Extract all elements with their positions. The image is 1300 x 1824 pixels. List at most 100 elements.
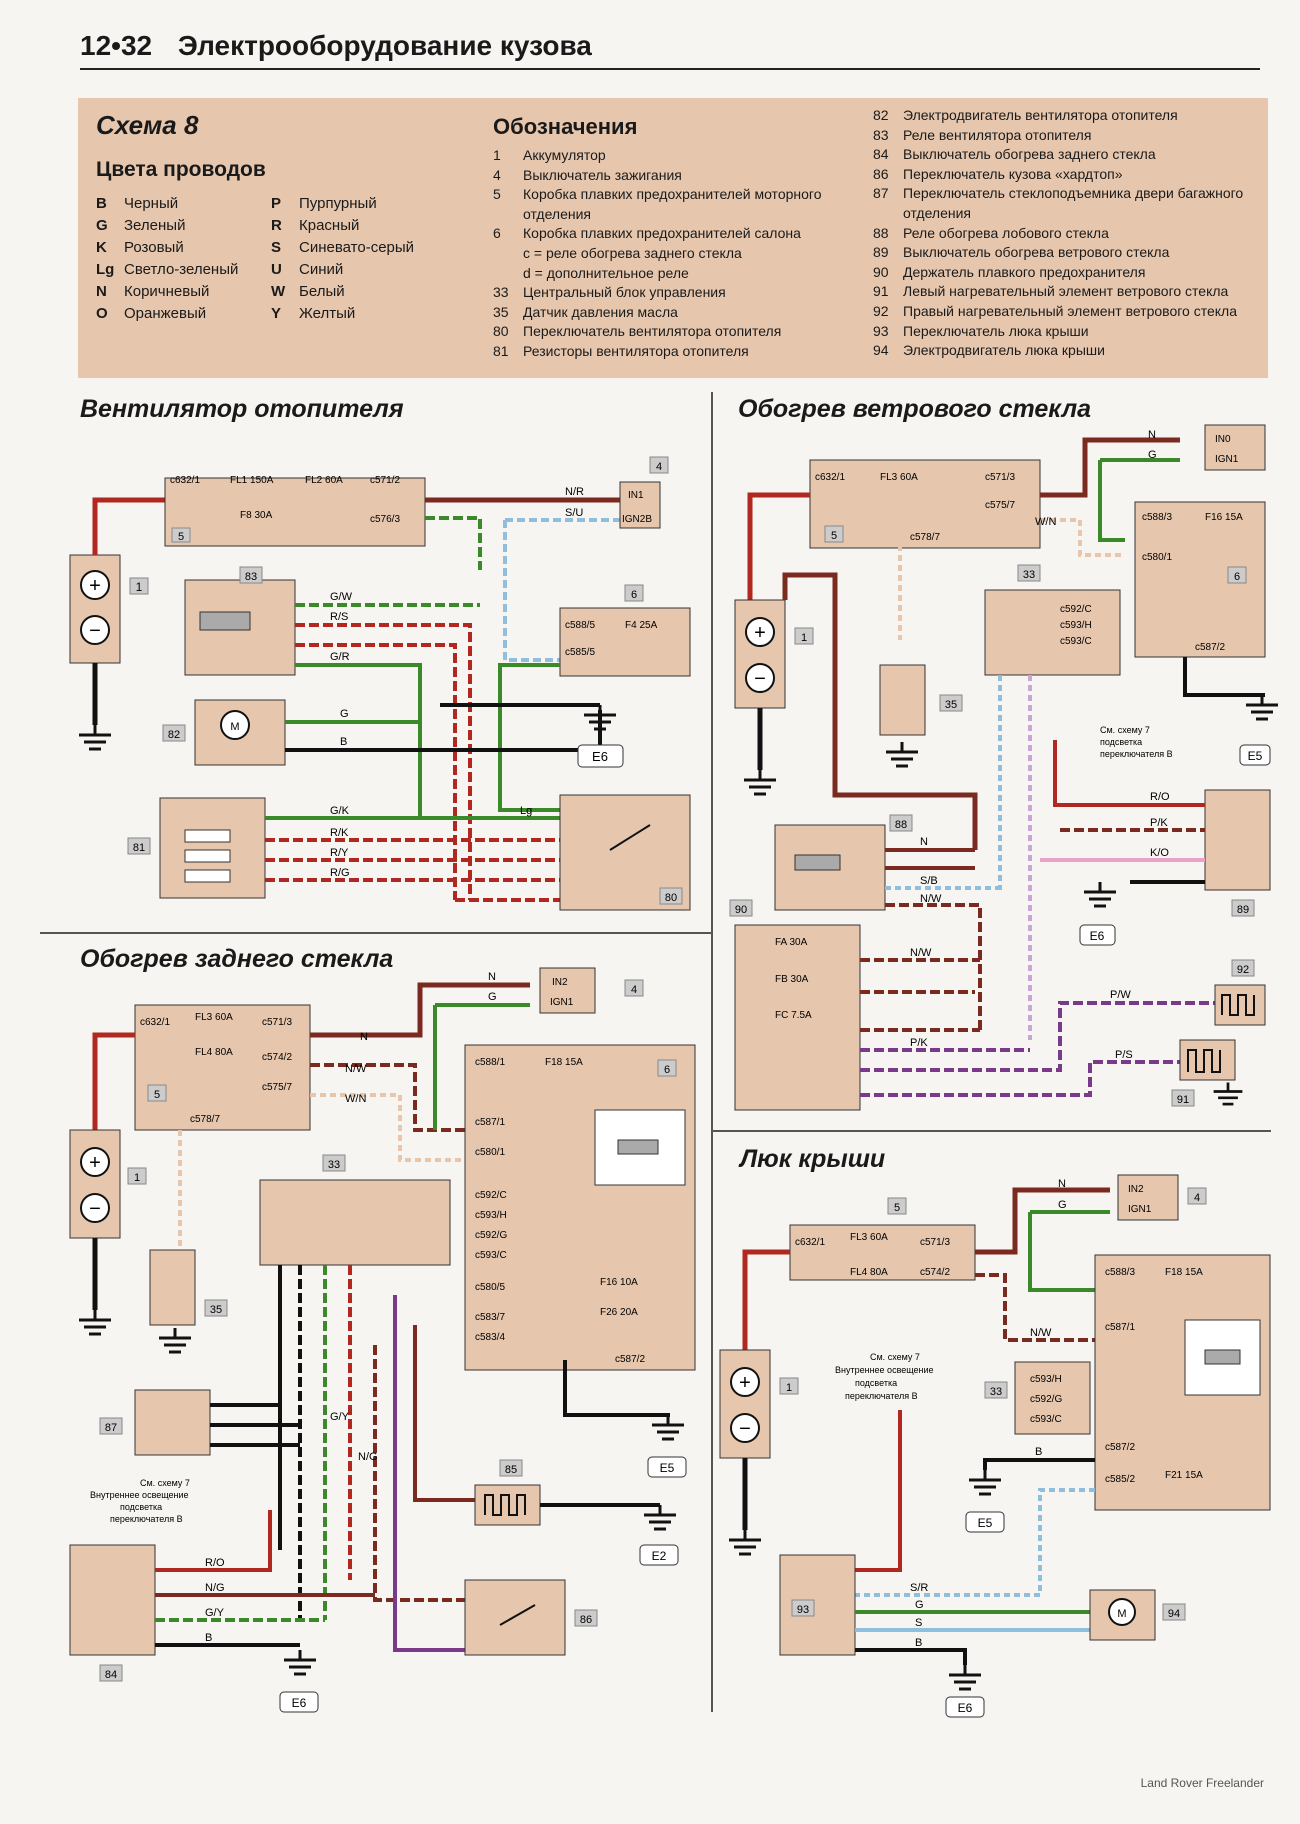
wire-ro-rear: R/O [205,1557,225,1569]
wire-g-rear: G [488,991,497,1003]
designation-text: Правый нагревательный элемент ветрового … [903,302,1237,319]
svg-text:6: 6 [664,1064,670,1076]
svg-text:1: 1 [136,580,143,594]
switch-89: 89 [1204,789,1271,917]
section-title-rear-window: Обогрев заднего стекла [80,945,394,973]
fusebox-5-rear: c632/1 FL3 60A c571/3 FL4 80A c574/2 c57… [134,1004,311,1131]
wire-color-name: Желтый [299,305,356,322]
designation-number: 5 [493,186,501,203]
wire-gr: G/R [330,651,350,663]
ground-e2: E2 [652,1549,667,1563]
cu-33-ws: c592/C c593/H c593/C 33 [984,564,1121,676]
c580-1-label: c580/1 [1142,552,1172,563]
see-scheme7-rear-4: переключателя В [110,1514,183,1524]
designation-number: 6 [493,225,501,242]
divider-right [711,1130,1271,1132]
svg-text:+: + [739,1372,751,1394]
wire-color-name: Синевато-серый [299,239,415,256]
svg-text:6: 6 [1234,571,1240,583]
ground-e6-rear: E6 [292,1696,307,1710]
svg-text:92: 92 [1237,964,1249,976]
designation-number: 35 [493,303,509,320]
svg-text:91: 91 [1177,1094,1189,1106]
ground-e6-sr: E6 [958,1701,973,1715]
designation-number: 88 [873,224,889,241]
designation-text: Держатель плавкого предохранителя [903,263,1146,280]
f8-label: F8 30A [240,510,273,521]
svg-text:−: − [89,620,101,642]
wire-sb: S/B [920,875,938,887]
fl3-rear: FL3 60A [195,1012,233,1023]
wire-color-name: Белый [299,283,345,300]
svg-text:+: + [754,622,766,644]
wire-pw: P/W [1110,989,1131,1001]
c587-1-rear: c587/1 [475,1117,505,1128]
svg-text:6: 6 [631,589,637,601]
designation-number: 33 [493,284,509,301]
wire-color-name: Синий [299,261,344,278]
c580-1-rear: c580/1 [475,1147,505,1158]
ground-e6-ws: E6 [1090,929,1105,943]
wire-sr: S/R [910,1582,928,1594]
relay-88: 88 [774,814,913,911]
wire-color-name: Зеленый [124,217,186,234]
designation-number: 86 [873,165,889,182]
fc-label: FC 7.5A [775,1010,812,1021]
see-scheme7-sr-1: См. схему 7 [870,1352,920,1362]
wire-ng-rear: N/G [205,1582,225,1594]
sensor-35-ws: 35 [879,664,963,736]
designation-text: Реле вентилятора отопителя [903,126,1092,143]
svg-text:5: 5 [154,1089,160,1101]
in0-label: IN0 [1215,434,1231,445]
wire-color-code: S [271,239,282,256]
svg-text:−: − [754,668,766,690]
battery-1-fan: + − [69,554,121,664]
wire-b-rear: B [205,1632,212,1644]
see-scheme7-rear-1: См. схему 7 [140,1478,190,1488]
footer: Land Rover Freelander [1140,1776,1264,1790]
fusebox-6-fan: c588/5 F4 25A c585/5 6 [559,584,691,677]
in2-rear: IN2 [552,977,568,988]
ground-e5-rear: E5 [660,1461,675,1475]
fusebox-5-sunroof: c632/1 FL3 60A c571/3 FL4 80A c574/2 5 [789,1197,976,1281]
section-title-sunroof: Люк крыши [740,1145,886,1173]
page-number: 12•32 [80,30,153,61]
c575-7-rear: c575/7 [262,1082,292,1093]
wire-color-code: B [96,195,107,212]
designation-number: 94 [873,342,889,359]
c592g-sr: c592/G [1030,1394,1062,1405]
fl2-label: FL2 60A [305,475,343,486]
fuseholder-90: FA 30A FB 30A FC 7.5A 90 [729,899,861,1111]
wire-rg: R/G [330,867,350,879]
svg-text:−: − [739,1418,751,1440]
wire-color-code: W [271,283,286,300]
c593c-sr: c593/C [1030,1414,1062,1425]
c587-2-ws-label: c587/2 [1195,642,1225,653]
fb-label: FB 30A [775,974,809,985]
c592c-rear: c592/C [475,1190,507,1201]
svg-text:M: M [230,721,239,733]
fa-label: FA 30A [775,937,808,948]
c585-5-label: c585/5 [565,647,595,658]
ground-e5-ws: E5 [1248,749,1263,763]
designation-number: 91 [873,283,889,300]
wire-color-code: K [96,239,107,256]
fl3-sr: FL3 60A [850,1232,888,1243]
fusebox-6-rear: c588/1 F18 15A c587/1 c580/1 c592/C c593… [464,1044,696,1371]
svg-text:89: 89 [1237,904,1249,916]
switch-86: 86 [464,1579,598,1656]
fl4-rear: FL4 80A [195,1047,233,1058]
wire-color-item: W Белый [271,281,446,303]
